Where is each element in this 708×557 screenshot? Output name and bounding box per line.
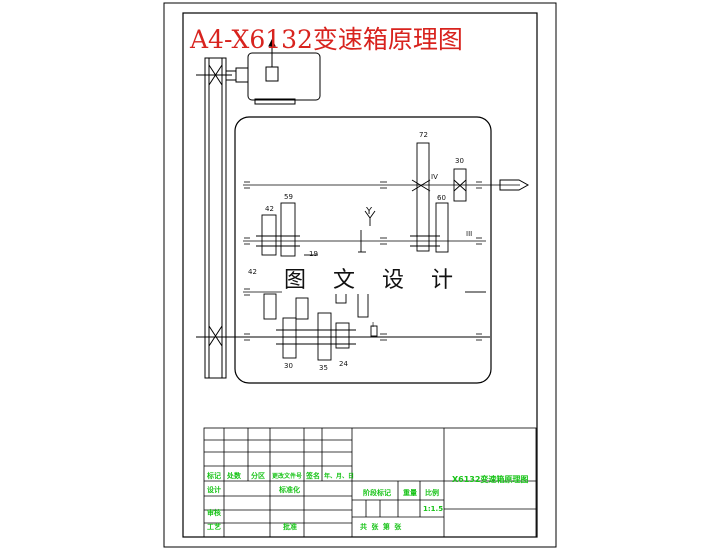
gear-label: 30	[455, 157, 464, 165]
gear-label: 19	[309, 250, 318, 258]
gear-label: 42	[265, 205, 274, 213]
tb-sheets: 共 张 第 张	[360, 523, 403, 531]
tb-drawing-name: X6132变速箱原理图	[452, 475, 529, 484]
title-block	[203, 427, 537, 538]
motor	[225, 38, 321, 105]
shaft-label-4: IV	[431, 173, 438, 181]
tb-scale: 比例	[425, 489, 439, 497]
tb-standardization: 标准化	[279, 486, 300, 494]
shafts	[243, 181, 520, 341]
tb-header: 处数	[227, 472, 241, 480]
outer-border	[163, 2, 557, 548]
shaft-label-1: I	[372, 321, 375, 329]
gear-label: 72	[419, 131, 428, 139]
gearbox-housing	[234, 116, 492, 384]
y-label: Y	[366, 206, 373, 217]
tb-header: 年、月、日	[324, 473, 355, 480]
gear-label: 24	[339, 360, 348, 368]
gear-label: 35	[319, 364, 328, 372]
tb-weight: 重量	[403, 489, 417, 497]
gears	[256, 142, 467, 361]
tb-header: 分区	[251, 472, 265, 480]
tb-header: 标记	[207, 472, 221, 480]
tb-header: 签名	[306, 472, 320, 480]
tb-process: 工艺	[207, 523, 221, 531]
tb-approve: 批准	[283, 523, 297, 531]
tb-stage-mark: 阶段标记	[363, 489, 391, 497]
tb-scale-value: 1:1.5	[423, 505, 444, 513]
gear-label: 42	[248, 268, 257, 276]
drawing-title: A4-X6132变速箱原理图	[190, 25, 463, 54]
shaft-label-3: III	[466, 230, 473, 238]
gear-label: 60	[437, 194, 446, 202]
tb-design: 设计	[207, 486, 221, 494]
watermark-text: 图 文 设 计	[282, 262, 465, 294]
gear-label: 30	[284, 362, 293, 370]
gear-label: 59	[284, 193, 293, 201]
spindle-nose	[499, 179, 530, 191]
tb-header: 更改文件号	[272, 473, 303, 480]
tb-review: 审核	[207, 509, 221, 517]
